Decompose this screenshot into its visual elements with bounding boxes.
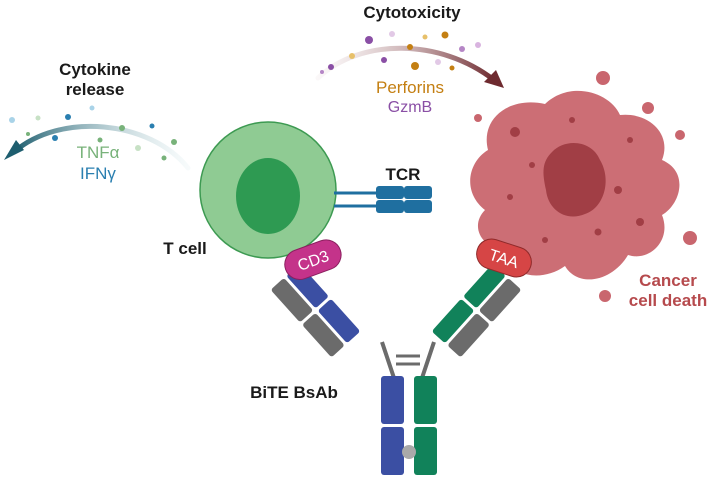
cytokine-label-line1: Cytokine [59,60,131,79]
perforins-label: Perforins [376,78,444,97]
cancer-nucleus [543,142,606,217]
cytotoxic-granules [320,31,481,74]
taa-antigen [476,238,532,278]
bite-fc-stem [381,376,437,475]
cd3-receptor [284,239,342,280]
cytokine-label-line2: release [66,80,125,99]
bite-bsab-label: BiTE BsAb [250,383,338,402]
tcr-receptor [334,186,432,213]
tcr-label: TCR [386,165,421,184]
ifng-label: IFNγ [80,164,116,183]
t-cell-nucleus [236,158,300,234]
gzmb-label: GzmB [388,99,432,116]
cytotoxicity-label: Cytotoxicity [363,3,461,22]
cancer-label-line1: Cancer [639,271,697,290]
bite-left-arm [271,264,360,357]
bite-hinge [380,341,436,379]
tnfa-label: TNFα [77,143,120,162]
t-cell-label: T cell [163,239,206,258]
cancer-cell [470,71,697,302]
cytokine-particles [9,105,177,161]
cytokine-release-arrow [4,124,191,171]
t-cell [199,121,337,259]
bite-right-arm [432,264,521,357]
cytotoxicity-arrow [315,45,504,88]
cancer-label-line2: cell death [629,291,707,310]
